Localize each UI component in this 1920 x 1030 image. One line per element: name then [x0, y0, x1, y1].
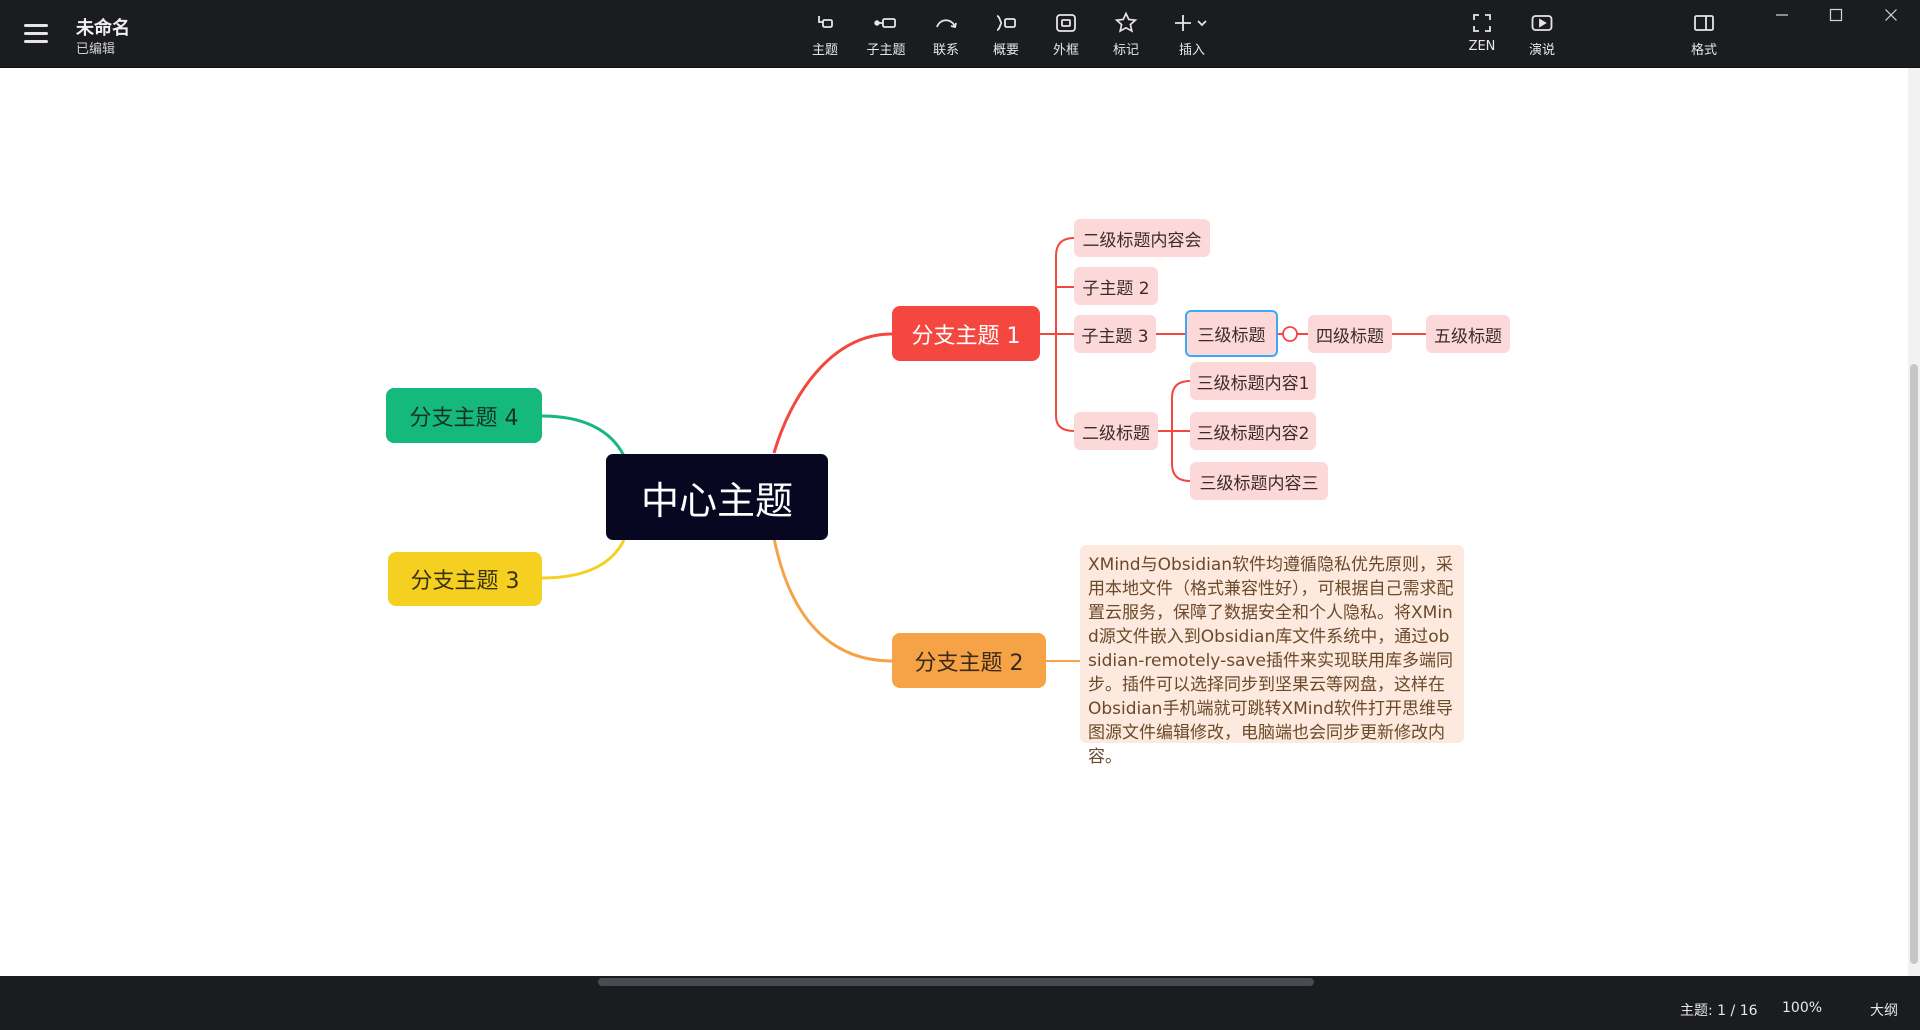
- pitch-button[interactable]: 演说: [1514, 10, 1570, 60]
- subtopic-2[interactable]: 子主题 2: [1074, 267, 1158, 305]
- pitch-label: 演说: [1528, 43, 1555, 58]
- status-bar: 主题: 1 / 16 100% 大纲: [0, 988, 1920, 1030]
- document-title[interactable]: 未命名: [76, 18, 130, 39]
- zen-label: ZEN: [1468, 39, 1496, 54]
- maximize-icon[interactable]: [1809, 0, 1863, 30]
- branch-topic-4[interactable]: 分支主题 4: [386, 388, 542, 443]
- subtopic-3[interactable]: 子主题 3: [1074, 315, 1156, 353]
- branch-topic-3[interactable]: 分支主题 3: [388, 552, 542, 606]
- subtopic-button[interactable]: 子主题: [858, 10, 914, 60]
- third-level-title-selected[interactable]: 三级标题: [1185, 310, 1278, 357]
- mindmap-canvas[interactable]: 中心主题 分支主题 1 分支主题 2 分支主题 3 分支主题 4 二级标题内容会…: [0, 68, 1908, 976]
- vertical-scrollbar[interactable]: [1908, 68, 1920, 976]
- subtopic-icon: [873, 10, 899, 36]
- topic-label: 主题: [811, 43, 838, 58]
- connector-lines: [541, 237, 1426, 663]
- third-level-content-1[interactable]: 三级标题内容1: [1190, 362, 1316, 400]
- branch-topic-2[interactable]: 分支主题 2: [892, 633, 1046, 688]
- insert-button[interactable]: 插入: [1164, 10, 1220, 60]
- topic-icon: [812, 10, 838, 36]
- subtopic-second-level-title[interactable]: 二级标题: [1074, 412, 1158, 450]
- marker-label: 标记: [1112, 43, 1139, 58]
- boundary-button[interactable]: 外框: [1038, 10, 1094, 60]
- marker-button[interactable]: 标记: [1098, 10, 1154, 60]
- zen-button[interactable]: ZEN: [1454, 10, 1510, 60]
- horizontal-scroll-thumb[interactable]: [598, 978, 1314, 986]
- subtopic-label: 子主题: [866, 43, 906, 58]
- vertical-scroll-thumb[interactable]: [1910, 364, 1918, 964]
- subtopic-second-level-content[interactable]: 二级标题内容会: [1074, 219, 1210, 257]
- topic-button[interactable]: 主题: [797, 10, 853, 60]
- relationship-button[interactable]: 联系: [918, 10, 974, 60]
- menu-icon[interactable]: [24, 24, 48, 44]
- star-icon: [1113, 10, 1139, 36]
- minimize-icon[interactable]: [1755, 0, 1809, 30]
- insert-label: 插入: [1178, 43, 1205, 58]
- topic-count: 主题: 1 / 16: [1680, 1003, 1758, 1019]
- summary-icon: [993, 10, 1019, 36]
- note-topic[interactable]: XMind与Obsidian软件均遵循隐私优先原则，采用本地文件（格式兼容性好）…: [1080, 545, 1464, 767]
- boundary-label: 外框: [1052, 43, 1079, 58]
- top-toolbar: 未命名 已编辑 主题 子主题 联系 概要: [0, 0, 1920, 68]
- close-icon[interactable]: [1864, 0, 1918, 30]
- relationship-icon: [933, 10, 959, 36]
- branch-topic-1[interactable]: 分支主题 1: [892, 306, 1040, 361]
- fourth-level-title[interactable]: 四级标题: [1308, 315, 1392, 353]
- outline-button[interactable]: 大纲: [1870, 1003, 1898, 1019]
- horizontal-scrollbar[interactable]: [0, 976, 1920, 988]
- format-label: 格式: [1690, 43, 1717, 58]
- relationship-label: 联系: [932, 43, 959, 58]
- plus-icon: [1172, 10, 1212, 36]
- zen-icon: [1469, 10, 1495, 36]
- format-button[interactable]: 格式: [1676, 10, 1732, 60]
- summary-label: 概要: [992, 43, 1019, 58]
- third-level-content-2[interactable]: 三级标题内容2: [1190, 412, 1316, 450]
- pitch-icon: [1529, 10, 1555, 36]
- boundary-icon: [1053, 10, 1079, 36]
- document-status: 已编辑: [76, 42, 116, 57]
- summary-button[interactable]: 概要: [978, 10, 1034, 60]
- third-level-content-3[interactable]: 三级标题内容三: [1190, 462, 1328, 500]
- central-topic[interactable]: 中心主题: [606, 454, 828, 540]
- fifth-level-title[interactable]: 五级标题: [1426, 315, 1510, 353]
- zoom-level[interactable]: 100%: [1782, 1000, 1823, 1016]
- format-icon: [1691, 10, 1717, 36]
